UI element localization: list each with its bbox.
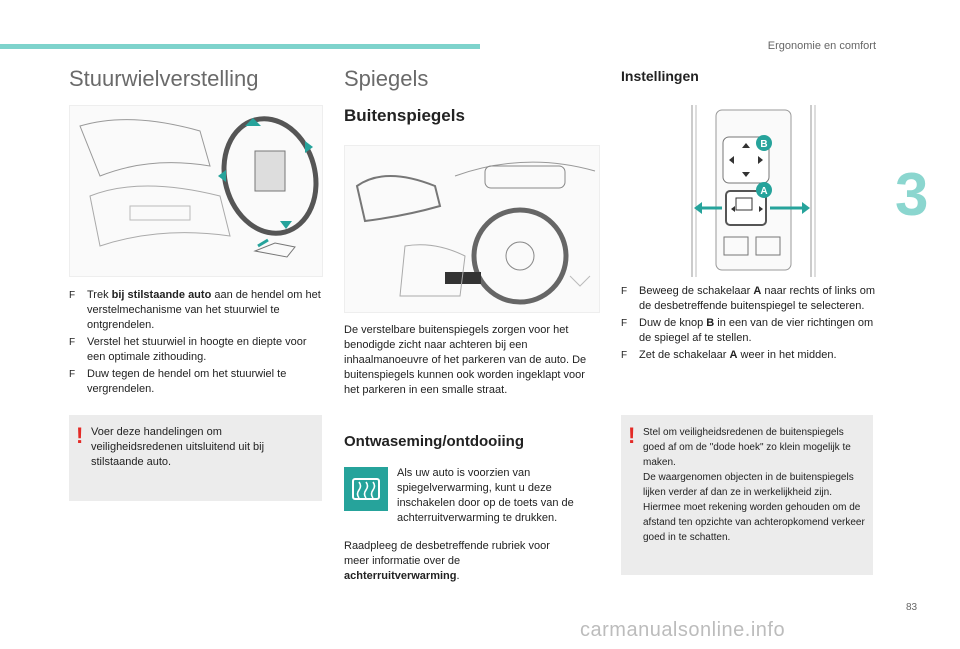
mirror-control-illustration: B A	[686, 105, 821, 277]
page-number: 83	[906, 602, 918, 613]
bullet-text: Beweeg de schakelaar A naar rechts of li…	[639, 285, 876, 312]
list-item: F Zet de schakelaar A weer in het midden…	[621, 348, 876, 363]
settings-bullet-list: F Beweeg de schakelaar A naar rechts of …	[621, 284, 876, 365]
warning-icon: !	[628, 423, 636, 448]
bullet-text: Trek bij stilstaande auto aan de hendel …	[87, 289, 321, 331]
steering-warning-box: ! Voer deze handelingen om veiligheidsre…	[69, 415, 322, 501]
warning-icon: !	[76, 423, 84, 448]
steering-wheel-illustration	[69, 105, 323, 277]
bullet-text: Zet de schakelaar A weer in het midden.	[639, 349, 837, 361]
bullet-icon: F	[69, 369, 76, 380]
outside-mirrors-heading: Buitenspiegels	[344, 106, 465, 125]
mirrors-intro-text: De verstelbare buitenspiegels zorgen voo…	[344, 324, 587, 396]
settings-heading: Instellingen	[621, 68, 699, 84]
mirror-illustration	[344, 145, 600, 313]
steering-title: Stuurwielverstelling	[69, 66, 259, 91]
list-item: F Duw tegen de hendel om het stuurwiel t…	[69, 367, 324, 397]
list-item: F Verstel het stuurwiel in hoogte en die…	[69, 335, 324, 365]
control-label-b: B	[760, 139, 767, 150]
bullet-icon: F	[69, 337, 76, 348]
bullet-icon: F	[621, 286, 628, 297]
bullet-text: Verstel het stuurwiel in hoogte en diept…	[87, 336, 307, 363]
defog-reference-text: Raadpleeg de desbetreffende rubriek voor…	[344, 540, 550, 582]
bullet-text: Duw de knop B in een van de vier richtin…	[639, 317, 874, 344]
chapter-number: 3	[895, 161, 929, 228]
warning-text: Stel om veiligheidsredenen de buitenspie…	[643, 427, 865, 543]
bullet-icon: F	[621, 350, 628, 361]
warning-text: Voer deze handelingen om veiligheidsrede…	[91, 426, 265, 468]
control-label-a: A	[760, 186, 767, 197]
mirrors-title: Spiegels	[344, 66, 429, 91]
list-item: F Beweeg de schakelaar A naar rechts of …	[621, 284, 876, 314]
settings-warning-box: ! Stel om veiligheidsredenen de buitensp…	[621, 415, 873, 575]
bullet-text: Duw tegen de hendel om het stuurwiel te …	[87, 368, 287, 395]
list-item: F Trek bij stilstaande auto aan de hende…	[69, 288, 324, 333]
bullet-icon: F	[69, 290, 76, 301]
header-accent-bar	[0, 44, 480, 49]
defog-heading: Ontwaseming/ontdooiing	[344, 433, 524, 450]
rear-defrost-icon	[344, 467, 388, 511]
list-item: F Duw de knop B in een van de vier richt…	[621, 316, 876, 346]
section-title: Ergonomie en comfort	[767, 40, 876, 52]
steering-bullet-list: F Trek bij stilstaande auto aan de hende…	[69, 288, 324, 399]
bullet-icon: F	[621, 318, 628, 329]
watermark: carmanualsonline.info	[580, 619, 786, 641]
defog-text: Als uw auto is voorzien van spiegelverwa…	[397, 467, 574, 524]
